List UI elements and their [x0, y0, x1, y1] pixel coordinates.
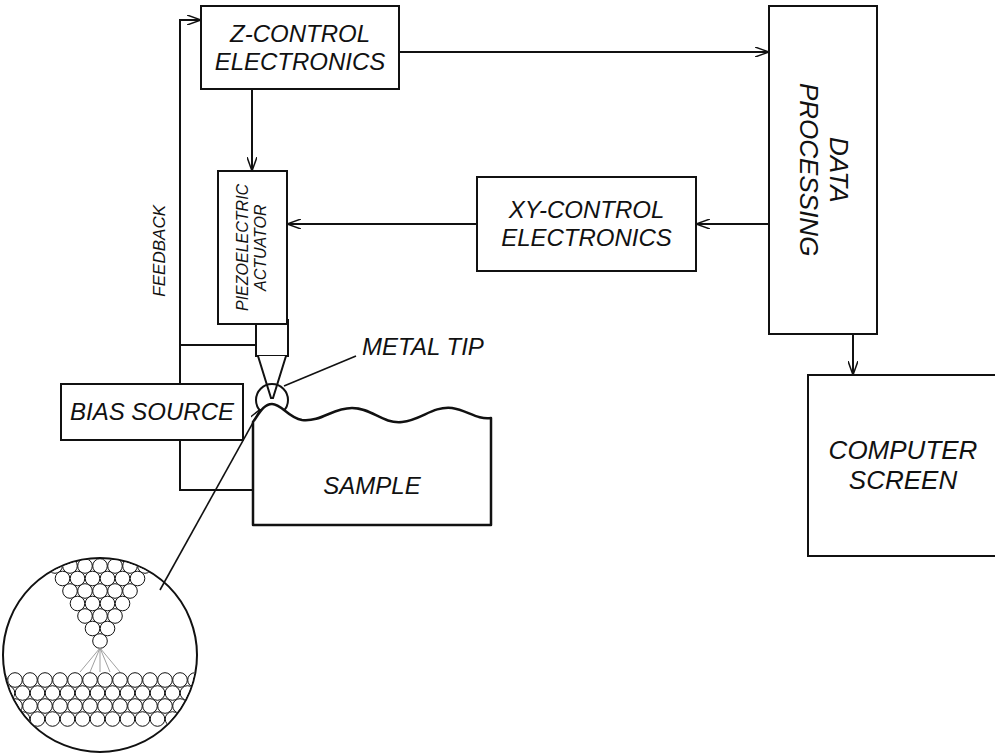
tip-holder: [256, 320, 288, 356]
box-label: DATA PROCESSING: [793, 70, 853, 270]
box-label: Z-CONTROL ELECTRONICS: [210, 20, 390, 75]
leader-line: [284, 356, 356, 386]
box-label: COMPUTER SCREEN: [818, 436, 988, 496]
sample-surface: [253, 404, 491, 525]
signal-connector: [180, 441, 253, 490]
signal-connector: [180, 20, 200, 383]
control-box: XY-CONTROL ELECTRONICS: [476, 176, 697, 272]
signal-label: FEEDBACK: [150, 205, 170, 297]
signal-connector: [852, 335, 854, 374]
source-box: BIAS SOURCE: [60, 383, 244, 441]
callout-circle: [3, 558, 197, 752]
box-label: SAMPLE: [323, 472, 420, 500]
box-label: PIEZOELECTRIC ACTUATOR: [234, 180, 271, 315]
processing-box: DATA PROCESSING: [768, 5, 878, 335]
box-label: BIAS SOURCE: [70, 398, 234, 426]
signal-connector: [251, 90, 253, 170]
signal-connector: [400, 51, 768, 53]
actuator-box: PIEZOELECTRIC ACTUATOR: [217, 170, 288, 325]
atom-lattice: [0, 559, 210, 727]
box-label: XY-CONTROL ELECTRONICS: [487, 196, 687, 251]
screen-box: COMPUTER SCREEN: [807, 374, 995, 557]
signal-connector: [288, 223, 476, 225]
bias-wire: [180, 344, 256, 346]
signal-connector: [697, 223, 768, 225]
metal-tip: [258, 356, 286, 398]
sample-outline: [252, 392, 492, 526]
control-box: Z-CONTROL ELECTRONICS: [200, 5, 400, 90]
sample-body: SAMPLE: [252, 392, 492, 526]
part-label: METAL TIP: [362, 333, 484, 361]
